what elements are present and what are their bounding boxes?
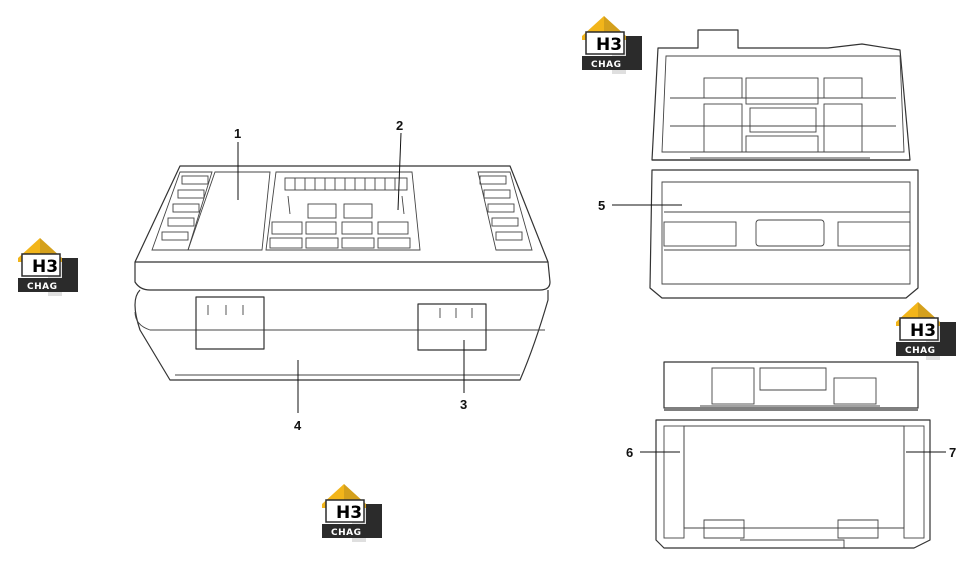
callout-5: 5: [598, 198, 605, 213]
lid-label-panel: [187, 171, 271, 251]
right-latch: [417, 303, 487, 351]
removable-tray: [649, 169, 919, 299]
callout-2: 2: [396, 118, 403, 133]
lid-organizer-window: [265, 171, 421, 251]
brand-logo-right: H3 CHAG: [895, 301, 957, 361]
closed-toolbox: [134, 165, 551, 381]
logo-bottom-text: CHAG: [331, 528, 362, 538]
toolbox-base: [134, 289, 549, 381]
callout-3: 3: [460, 397, 467, 412]
brand-logo-top: H3 CHAG: [581, 15, 643, 75]
logo-bottom-text: CHAG: [27, 282, 58, 292]
callout-6: 6: [626, 445, 633, 460]
left-divider: [663, 425, 685, 539]
logo-top-text: H3: [32, 257, 58, 277]
logo-bottom-text: CHAG: [591, 60, 622, 70]
callout-7: 7: [949, 445, 956, 460]
brand-logo-left: H3 CHAG: [17, 237, 79, 297]
logo-top-text: H3: [596, 35, 622, 55]
open-toolbox-interior-view: [655, 361, 931, 549]
logo-top-text: H3: [910, 321, 936, 341]
left-latch: [195, 296, 265, 350]
open-toolbox-tray-view: [649, 29, 919, 299]
callout-1: 1: [234, 126, 241, 141]
logo-top-text: H3: [336, 503, 362, 523]
right-divider: [903, 425, 925, 539]
logo-bottom-text: CHAG: [905, 346, 936, 356]
lid-right-ribs: [477, 171, 533, 251]
lid-left-ribs: [151, 171, 213, 251]
callout-4: 4: [294, 418, 302, 433]
brand-logo-bottom: H3 CHAG: [321, 483, 383, 543]
